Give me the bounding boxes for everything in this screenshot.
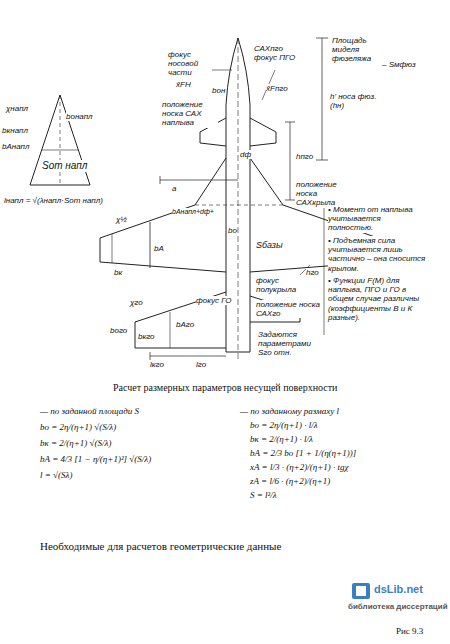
dimension-label: hпго [296, 152, 313, 161]
dimension-label: Sот напл [42, 160, 87, 172]
dimension-label: χнапл [6, 104, 28, 113]
formula-text: l = √(Sλ) [40, 470, 72, 480]
dimension-label: положение носка САХ наплыва [162, 100, 218, 128]
figure-number: Рис 9.3 [396, 626, 423, 636]
dimension-label: lго [196, 360, 206, 369]
dimension-label: фокус носовой части [168, 50, 212, 78]
formula-text: bА = 2/3 bо [1 + 1/(η(η+1))] [250, 448, 356, 458]
dimension-label: bАнапл [2, 142, 29, 151]
dimension-label: Sбазы [256, 240, 283, 250]
dimension-label: h' носа фюз. (hн) [330, 92, 390, 110]
formula-text: zA = l/6 · (η+2)/(η+1) [250, 476, 330, 486]
formula-text: bк = 2/(η+1) √(S/λ) [40, 438, 111, 448]
watermark: dsLib.net [374, 583, 423, 596]
dimension-label: bАго [176, 320, 194, 329]
formula-text: bк = 2/(η+1) · l/λ [250, 434, 313, 444]
dimension-label: фокус полукрыла [256, 276, 304, 294]
dimension-label: bкго [138, 332, 155, 341]
dimension-label: bон [212, 86, 225, 95]
dimension-label: САХпго фокус ПГО [254, 44, 300, 62]
note-text: • Момент от наплыва учитывается полность… [328, 205, 428, 233]
dimension-label: фокус ГО [196, 296, 232, 305]
dimension-label: – Sмфюз [382, 60, 416, 69]
formula-text: bА = 4/3 [1 − η/(η+1)²] √(S/λ) [40, 454, 151, 464]
formula-text: S = l²/λ [250, 490, 277, 500]
dimension-label: lкго [150, 360, 164, 369]
dimension-label: χго [130, 298, 143, 307]
dimension-label: lнапл = √(λнапл·Sот напл) [4, 196, 103, 205]
note-text: • Подъемная сила учитывается лишь частич… [328, 236, 428, 273]
note-text: • Функции F(M) для наплыва, ПГО и ГО в о… [328, 276, 428, 322]
dimension-label: bА [154, 244, 164, 253]
page-caption: Необходимые для расчетов геометрические … [40, 540, 281, 553]
formula-text: bо = 2η/(η+1) √(S/λ) [40, 422, 116, 432]
dimension-label: dф [240, 150, 251, 159]
dimension-label: x̄Fпго [266, 84, 288, 93]
dimension-label: bк [114, 268, 122, 277]
dimension-label: hго [306, 268, 319, 277]
watermark-logo [352, 583, 370, 599]
formula-text: — по заданному размаху l [240, 406, 339, 416]
dimension-label: положение носка САХго [256, 300, 320, 318]
formula-text: bо = 2η/(η+1) · l/λ [250, 420, 318, 430]
dimension-label: a [172, 184, 176, 193]
dimension-label: bого [110, 326, 127, 335]
dimension-label: bо [228, 226, 237, 235]
figure-caption: Расчет размерных параметров несущей пове… [113, 382, 337, 394]
formula-text: — по заданной площади S [40, 406, 139, 416]
watermark: библиотека диссертаций [348, 602, 448, 611]
dimension-label: положение носка САХкрыла [296, 180, 352, 208]
formula-text: xA = l/3 · (η+2)/(η+1) · tgχ [250, 462, 348, 472]
dimension-label: bонапл [66, 112, 93, 121]
dimension-label: bкнапл [2, 126, 28, 135]
dimension-label: χ½ [116, 215, 127, 224]
dimension-label: bАнапл+dф+ [172, 208, 214, 216]
dimension-label: x̄FH [176, 80, 191, 89]
dimension-label: Задаются параметрами Sго отн. [258, 330, 322, 358]
